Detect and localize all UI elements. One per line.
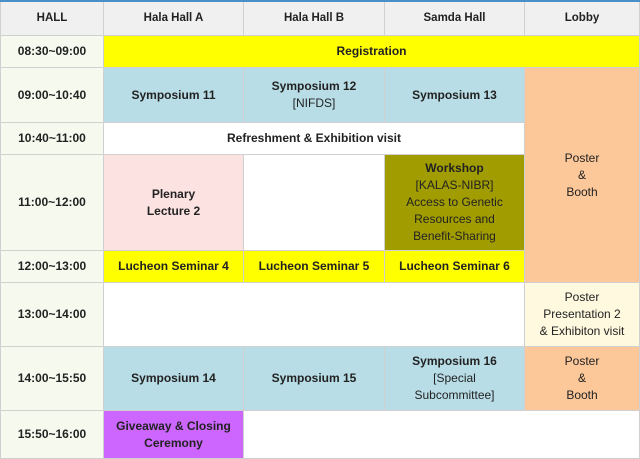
symposium-12-cell: Symposium 12 [NIFDS]: [243, 67, 385, 123]
workshop-cell: Workshop [KALAS-NIBR] Access to Genetic …: [384, 154, 525, 251]
poster-presentation-cell: Poster Presentation 2 & Exhibiton visit: [524, 282, 640, 347]
poster-presentation-line: Poster: [564, 290, 600, 304]
plenary-lecture-cell: Plenary Lecture 2: [103, 154, 244, 251]
time-cell: 14:00~15:50: [0, 346, 104, 411]
symposium-12-title: Symposium 12: [271, 79, 357, 93]
symposium-12-subtitle: [NIFDS]: [292, 96, 336, 110]
poster-booth-line: Booth: [566, 184, 598, 199]
table-row: 13:00~14:00 Poster Presentation 2 & Exhi…: [0, 282, 640, 347]
plenary-line: Lecture 2: [146, 203, 201, 218]
poster-booth-cell: Poster & Booth: [524, 346, 640, 411]
giveaway-closing-cell: Giveaway & Closing Ceremony: [103, 410, 244, 459]
table-row: 08:30~09:00 Registration: [0, 35, 640, 68]
table-row: 09:00~10:40 Symposium 11 Symposium 12 [N…: [0, 67, 640, 283]
symposium-15-cell: Symposium 15: [243, 346, 385, 411]
registration-cell: Registration: [103, 35, 640, 68]
symposium-13-title: Symposium 13: [412, 87, 497, 102]
workshop-line: Resources and: [414, 212, 495, 226]
workshop-line: Benefit-Sharing: [413, 229, 496, 243]
symposium-15-title: Symposium 15: [271, 371, 357, 385]
symposium-13-cell: Symposium 13: [384, 67, 525, 123]
header-row: HALL Hala Hall A Hala Hall B Samda Hall …: [0, 0, 640, 36]
time-cell: 11:00~12:00: [0, 154, 104, 251]
time-cell: 09:00~10:40: [0, 67, 104, 123]
header-hala-hall-b: Hala Hall B: [243, 0, 385, 36]
header-samda-hall: Samda Hall: [384, 0, 525, 36]
giveaway-line: Ceremony: [144, 435, 203, 450]
symposium-14-cell: Symposium 14: [103, 346, 244, 411]
symposium-11-title: Symposium 11: [131, 87, 216, 102]
luncheon-seminar-5-cell: Lucheon Seminar 5: [243, 250, 385, 283]
header-hala-hall-a: Hala Hall A: [103, 0, 244, 36]
poster-booth-line: Booth: [566, 388, 598, 402]
luncheon-seminar-4-cell: Lucheon Seminar 4: [103, 250, 244, 283]
empty-cell: [243, 154, 385, 251]
symposium-16-title: Symposium 16: [412, 354, 497, 368]
poster-presentation-line: Presentation 2: [543, 307, 621, 321]
luncheon-seminar-6-cell: Lucheon Seminar 6: [384, 250, 525, 283]
header-lobby: Lobby: [524, 0, 640, 36]
table-row: 15:50~16:00 Giveaway & Closing Ceremony: [0, 410, 640, 459]
plenary-line: Plenary: [151, 186, 196, 201]
header-hall: HALL: [0, 0, 104, 36]
symposium-16-cell: Symposium 16 [Special Subcommittee]: [384, 346, 525, 411]
time-cell: 10:40~11:00: [0, 122, 104, 155]
empty-cell: [243, 410, 640, 459]
symposium-14-title: Symposium 14: [131, 371, 216, 385]
poster-booth-line: &: [577, 167, 586, 182]
symposium-16-line: [Special: [433, 371, 476, 385]
table-row: 11:00~12:00 Plenary Lecture 2 Workshop […: [0, 154, 640, 251]
giveaway-line: Giveaway & Closing: [116, 418, 231, 433]
workshop-line: [KALAS-NIBR]: [415, 178, 494, 192]
poster-presentation-line: & Exhibiton visit: [539, 324, 625, 338]
time-cell: 13:00~14:00: [0, 282, 104, 347]
table-row: 14:00~15:50 Symposium 14 Symposium 15 Sy…: [0, 346, 640, 411]
workshop-line: Access to Genetic: [406, 195, 503, 209]
table-row: 12:00~13:00 Lucheon Seminar 4 Lucheon Se…: [0, 250, 640, 283]
table-row: 10:40~11:00 Refreshment & Exhibition vis…: [0, 122, 640, 155]
poster-booth-line: &: [577, 371, 586, 385]
workshop-title: Workshop: [425, 161, 484, 175]
time-cell: 15:50~16:00: [0, 410, 104, 459]
poster-booth-line: Poster: [564, 150, 600, 165]
time-cell: 08:30~09:00: [0, 35, 104, 68]
refreshment-cell: Refreshment & Exhibition visit: [103, 122, 525, 155]
time-cell: 12:00~13:00: [0, 250, 104, 283]
poster-booth-cell: Poster & Booth: [524, 67, 640, 283]
symposium-16-line: Subcommittee]: [414, 388, 495, 402]
poster-booth-line: Poster: [564, 354, 600, 368]
symposium-11-cell: Symposium 11: [103, 67, 244, 123]
empty-cell: [103, 282, 525, 347]
